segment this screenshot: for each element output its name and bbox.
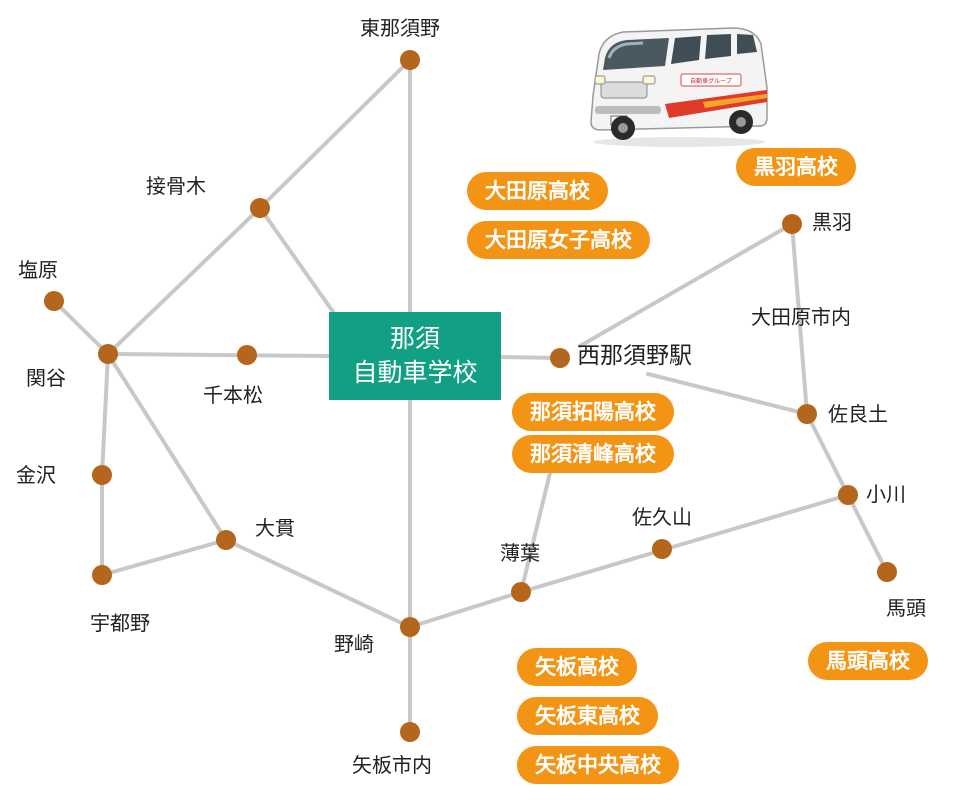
route-sarado-to-ogawa [805, 412, 850, 497]
route-sekiya-to-onuki [106, 352, 228, 542]
route-setsukotsugi-to-hub [258, 206, 338, 318]
school-pill-yaita: 矢板高校 [517, 648, 637, 686]
stop-marker-setsukotsugi [250, 198, 270, 218]
stop-marker-bato [877, 562, 897, 582]
stop-label-station: 西那須野駅 [577, 343, 692, 369]
stop-label-yaita-shinai: 矢板市内 [352, 753, 432, 777]
route-station-to-kurobane [578, 222, 794, 348]
stop-marker-shiobara [44, 291, 64, 311]
stop-marker-sarado [797, 404, 817, 424]
shuttle-van-image: 自動車グループ [590, 27, 768, 147]
route-shiobara-to-sekiya [52, 299, 110, 356]
stop-label-kurobane: 黒羽 [812, 210, 852, 234]
school-pill-otawara: 大田原高校 [467, 172, 608, 210]
stop-label-senbonmatsu: 千本松 [203, 383, 263, 407]
route-nozaki-to-susukiba [408, 590, 523, 629]
school-name-line1: 那須 [389, 324, 440, 353]
stop-marker-higashi-nasuno [400, 50, 420, 70]
school-name-line2: 自動車学校 [352, 358, 478, 387]
stop-marker-kurobane [782, 214, 802, 234]
route-setsukotsugi-to-sekiya [106, 206, 262, 356]
stop-marker-yaita-shinai [400, 722, 420, 742]
stop-marker-ogawa [838, 485, 858, 505]
route-sekiya-to-hub [106, 352, 332, 358]
stop-label-utsunoya: 宇都野 [90, 611, 150, 635]
stop-marker-utsunoya [92, 565, 112, 585]
stop-marker-senbonmatsu [237, 345, 257, 365]
driving-school-hub: 那須 自動車学校 [329, 312, 501, 400]
route-susukiba-to-ogawa [519, 493, 850, 594]
school-pill-bato: 馬頭高校 [808, 642, 928, 680]
school-pill-nasu-takuyo: 那須拓陽高校 [512, 393, 674, 431]
route-sekiya-to-kanazawa [100, 352, 110, 477]
stop-label-setsukotsugi: 接骨木 [146, 174, 206, 198]
route-station-to-sarado [646, 372, 809, 416]
stop-label-kanazawa: 金沢 [16, 463, 56, 487]
stop-marker-onuki [216, 530, 236, 550]
stop-marker-nozaki [400, 617, 420, 637]
stop-marker-kanazawa [92, 465, 112, 485]
route-ogawa-to-bato [846, 493, 889, 574]
stop-label-onuki: 大貫 [255, 516, 295, 540]
stop-label-ogawa: 小川 [866, 482, 906, 506]
stop-label-otawara-shinai: 大田原市内 [751, 305, 851, 329]
stop-marker-susukiba [511, 582, 531, 602]
school-pill-otawara-joshi: 大田原女子高校 [467, 221, 650, 259]
stop-marker-station [550, 348, 570, 368]
route-utsunoya-to-onuki [100, 538, 228, 577]
stop-label-sekiya: 関谷 [26, 366, 66, 390]
route-onuki-to-nozaki [224, 538, 412, 629]
school-pill-yaita-higashi: 矢板東高校 [517, 697, 658, 735]
van-sign-text: 自動車グループ [690, 77, 732, 85]
school-pill-kurobane: 黒羽高校 [736, 148, 856, 186]
stop-label-susukiba: 薄葉 [500, 541, 540, 565]
stop-label-sakuyama: 佐久山 [632, 505, 692, 529]
route-kurobane-to-sarado [790, 222, 809, 416]
stop-label-nozaki: 野崎 [334, 632, 374, 656]
stop-label-shiobara: 塩原 [18, 258, 58, 282]
school-pill-nasu-seiho: 那須清峰高校 [512, 435, 674, 473]
stop-label-sarado: 佐良土 [828, 402, 888, 426]
route-hub-to-station [498, 355, 562, 360]
stop-label-higashi-nasuno: 東那須野 [360, 16, 440, 40]
stop-marker-sakuyama [652, 539, 672, 559]
stop-marker-sekiya [98, 344, 118, 364]
school-pill-yaita-chuo: 矢板中央高校 [517, 746, 679, 784]
stop-label-bato: 馬頭 [886, 596, 926, 620]
route-higashi-to-setsukotsugi [258, 58, 412, 210]
